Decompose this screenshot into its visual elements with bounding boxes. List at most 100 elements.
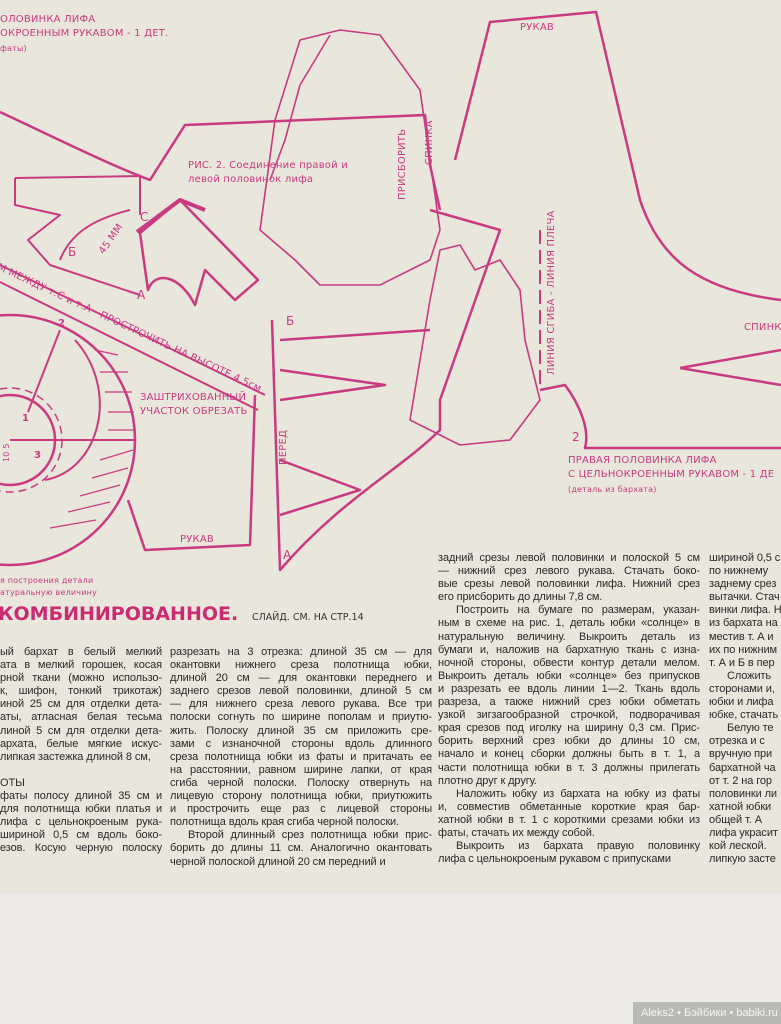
- text-line: края срезов под иголку на ширину 0,3 см.…: [438, 722, 700, 735]
- left-sleeve-piece: [14, 175, 141, 296]
- sewing-pattern-drawing: [0, 10, 781, 572]
- text-line: отрезка и с: [709, 735, 765, 748]
- text-line: архата, белые мягкие искус-: [0, 737, 162, 750]
- left-piece-title-2: ОКРОЕННЫМ РУКАВОМ - 1 ДЕТ.: [0, 28, 169, 39]
- text-line: линой 5 см для отделки дета-: [0, 724, 162, 737]
- magazine-page: [0, 0, 781, 893]
- text-line: к, шифон, тонкий трикотаж): [0, 685, 162, 698]
- fig2-edge: [135, 198, 206, 234]
- text-line: иной 25 см для отделки дета-: [0, 698, 162, 711]
- stitch-line: [0, 264, 266, 411]
- text-line: сторонами и,: [709, 682, 775, 695]
- skirt-hatch-boundary: [44, 339, 101, 481]
- text-line: и, совместив обметанные короткие края ба…: [438, 800, 700, 813]
- text-line: заднему срез: [709, 578, 777, 591]
- text-line: и прострочить еще раз с лицевой стороны: [170, 803, 432, 816]
- fig1-caption-1: я построения детали: [0, 576, 94, 585]
- text-line: вручную при: [709, 748, 773, 761]
- text-line: полотнища вдоль края сгиба черной полоск…: [170, 816, 400, 829]
- text-line: — нижний срез левого рукава. Стачать бок…: [438, 565, 700, 578]
- gather-label: ПРИСБОРИТЬ: [397, 128, 408, 200]
- text-line: для полотнища юбки платья и: [0, 803, 162, 816]
- point-b-label: Б: [68, 245, 77, 259]
- text-line: части полотнища юбки в т. 3 должны приле…: [438, 761, 700, 774]
- text-line: из бархата на: [709, 617, 778, 630]
- text-line: липкую засте: [709, 853, 776, 866]
- text-line: полоски согнуть по ширине пополам и приу…: [170, 711, 432, 724]
- text-line: вытачки. Стач: [709, 591, 780, 604]
- text-line: т. А и Б в пер: [709, 656, 775, 669]
- text-line: задний срезы левой половинки и полоской …: [438, 552, 700, 564]
- text-line: его присборить до длины 7,8 см.: [438, 591, 603, 604]
- back-label-right: СПИНК: [744, 322, 781, 333]
- hatching: [49, 349, 135, 529]
- text-line: на расстоянии, равном ширине лапки, от к…: [170, 763, 432, 776]
- text-line: вые срезы левой половинки лифа. Нижний с…: [438, 578, 700, 591]
- text-line: аты, атласная белая тесьма: [0, 711, 162, 724]
- text-line: Белую те: [727, 722, 774, 735]
- circle-point-3: 3: [34, 450, 42, 461]
- text-line: юбке, стачать: [709, 709, 779, 722]
- right-piece-title-3: (деталь из бархата): [568, 485, 657, 494]
- circle-dims: 10 5: [2, 443, 11, 462]
- text-column-3: задний срезы левой половинки и полоской …: [438, 552, 700, 866]
- text-line: бархатной ча: [709, 761, 776, 774]
- text-line: половинки ли: [709, 787, 777, 800]
- text-line: — для нижнего среза левого рукава. Все т…: [170, 698, 432, 711]
- fig2-caption-2: левой половинок лифа: [188, 174, 314, 185]
- hatched-note-1: ЗАШТРИХОВАННЫЙ: [140, 392, 247, 403]
- article-heading: КОМБИНИРОВАННОЕ.: [0, 603, 239, 625]
- left-bodice-outline: [0, 110, 442, 211]
- sleeve-top-piece: [453, 10, 781, 302]
- fig1-caption-2: атуральную величину: [0, 588, 97, 597]
- text-line: рной ткани (можно использо-: [0, 672, 162, 685]
- text-line: среза полотнища юбки из фаты и притачать…: [170, 750, 432, 763]
- text-line: начало и конец сборки должны быть в т. 1…: [438, 748, 700, 761]
- text-line: заднего срезов левой половинки, длиной 5…: [170, 685, 432, 698]
- text-line: Сложить: [727, 669, 772, 682]
- text-line: длиной 20 см — для окантовки переднего и: [170, 672, 432, 685]
- text-line: езов. Косую черную полоску: [0, 842, 162, 855]
- text-line: ширинoй 0,5 см вдоль боко-: [0, 829, 162, 842]
- text-line: борить до длины 11 см. Аналогично оканто…: [170, 842, 432, 855]
- text-line: фаты полосу длиной 35 см и: [0, 790, 162, 803]
- text-line: лифа украсит: [709, 826, 778, 839]
- right-piece-title-1: ПРАВАЯ ПОЛОВИНКА ЛИФА: [568, 455, 717, 466]
- article-heading-sub: СЛАЙД. СМ. НА СТР.14: [252, 612, 364, 623]
- text-line: борить верхний срез юбки до длины 10 см,: [438, 735, 700, 748]
- text-line: липкая застежка длиной 8 см,: [0, 750, 151, 763]
- front-label: ПЕРЕД: [278, 430, 289, 465]
- skirt-cut-line: [10, 329, 135, 441]
- text-line: местив т. А и: [709, 630, 774, 643]
- section-subhead: ОТЫ: [0, 776, 25, 789]
- text-line: лифа с цельнокроеным рукавом с припускам…: [438, 853, 671, 866]
- text-line: лифа с цельнокроеным рука-: [0, 816, 162, 829]
- text-line: зами с изнаночной стороны вдоль длинного: [170, 737, 432, 750]
- text-line: окантовки нижнего среза полотнища юбки,: [170, 659, 432, 672]
- point-b2-label: Б: [286, 314, 295, 328]
- spacer: [0, 764, 162, 777]
- text-line: черной полоской длиной 20 см передний и: [170, 855, 386, 868]
- text-line: фаты, стачать их между собой.: [438, 826, 595, 839]
- text-line: узкой зигзагообразной строчкой, подворач…: [438, 709, 700, 722]
- point-a-label: А: [137, 288, 146, 302]
- text-line: бумаги и, наложив на бархатную ткань с и…: [438, 643, 700, 656]
- text-line: кой леской.: [709, 840, 767, 853]
- text-line: Построить на бумаге по размерам, указан-: [456, 604, 700, 617]
- text-line: шириной 0,5 с: [709, 552, 781, 564]
- sleeve-top-label: РУКАВ: [520, 22, 554, 33]
- text-line: винки лифа. Н: [709, 604, 781, 617]
- sleeve-bottom-label: РУКАВ: [180, 534, 214, 545]
- text-line: жить. Полоску длиной 35 см приложить сре…: [170, 724, 432, 737]
- text-line: Выкроить деталь юбки «солнце» без припус…: [438, 669, 700, 682]
- fig2-bodice: [138, 198, 260, 307]
- right-piece-title-2: С ЦЕЛЬНОКРОЕННЫМ РУКАВОМ - 1 ДЕ: [568, 469, 775, 480]
- circle-point-1: 1: [22, 413, 30, 424]
- right-bodice-piece: [539, 348, 781, 450]
- text-line: ый бархат в белый мелкий: [0, 646, 162, 658]
- fig2-caption-1: РИС. 2. Соединение правой и: [188, 160, 348, 171]
- point-2-label: 2: [572, 430, 580, 444]
- left-piece-title-3: фаты): [0, 44, 27, 53]
- text-line: Наложить юбку из бархата на юбку из фаты: [456, 787, 700, 800]
